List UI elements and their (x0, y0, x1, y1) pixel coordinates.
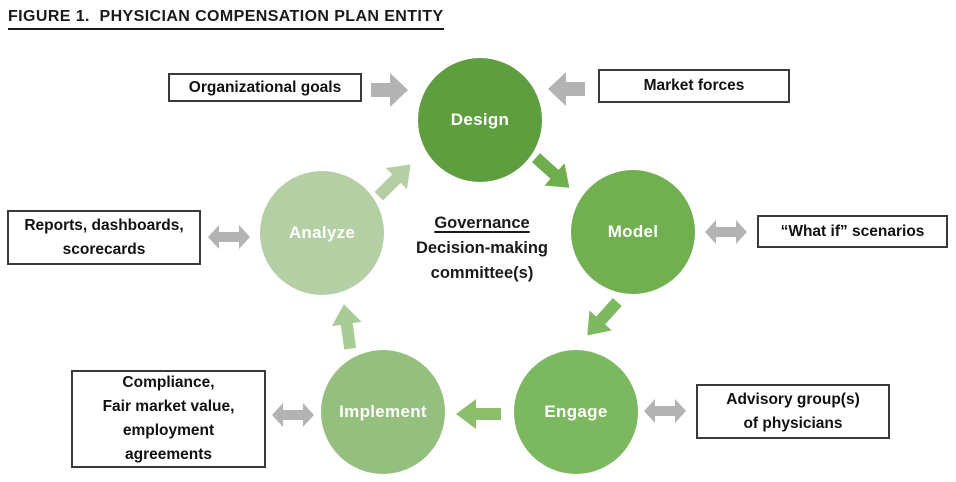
box-compliance: Compliance, Fair market value, employmen… (71, 370, 266, 468)
arrow-cycle-design-to-model-icon (531, 153, 570, 188)
box-market-forces: Market forces (598, 69, 790, 103)
arrow-cycle-engage-to-implement-icon (456, 399, 501, 429)
arrow-double-engage-advisory-icon (644, 399, 686, 423)
circle-engage: Engage (514, 350, 638, 474)
box-what-if-scenarios-label: “What if” scenarios (780, 222, 925, 240)
governance-heading: Governance (434, 214, 530, 232)
arrow-cycle-model-to-engage-icon (587, 297, 622, 336)
box-what-if-scenarios: “What if” scenarios (757, 215, 948, 248)
circle-model-label: Model (607, 222, 659, 241)
arrow-double-implement-compliance-icon (272, 403, 314, 427)
box-advisory-group: Advisory group(s) of physicians (696, 384, 890, 439)
governance-center-text: Governance Decision-making committee(s) (394, 211, 570, 286)
circle-analyze: Analyze (260, 171, 384, 295)
arrow-right-org-goals-to-design-icon (371, 73, 408, 107)
circle-analyze-label: Analyze (288, 223, 356, 242)
arrow-cycle-implement-to-analyze-icon (331, 304, 362, 350)
governance-body: Decision-making committee(s) (415, 239, 549, 282)
circle-design-label: Design (450, 110, 510, 129)
circle-implement-label: Implement (339, 402, 427, 421)
arrow-left-market-forces-to-design-icon (548, 72, 585, 106)
arrow-double-model-whatif-icon (705, 220, 747, 244)
arrow-double-analyze-reports-icon (208, 225, 250, 249)
circle-design: Design (418, 58, 542, 182)
box-reports: Reports, dashboards, scorecards (7, 210, 201, 265)
circle-engage-label: Engage (544, 402, 608, 421)
box-advisory-group-label: Advisory group(s) of physicians (726, 390, 860, 432)
figure-title: FIGURE 1. PHYSICIAN COMPENSATION PLAN EN… (8, 8, 444, 30)
box-reports-label: Reports, dashboards, scorecards (24, 216, 184, 258)
circle-model: Model (571, 170, 695, 294)
box-compliance-label: Compliance, Fair market value, employmen… (102, 374, 235, 463)
arrow-cycle-analyze-to-design-icon (374, 164, 411, 201)
box-organizational-goals: Organizational goals (168, 73, 362, 102)
box-organizational-goals-label: Organizational goals (188, 78, 342, 96)
circle-implement: Implement (321, 350, 445, 474)
box-market-forces-label: Market forces (643, 77, 745, 94)
